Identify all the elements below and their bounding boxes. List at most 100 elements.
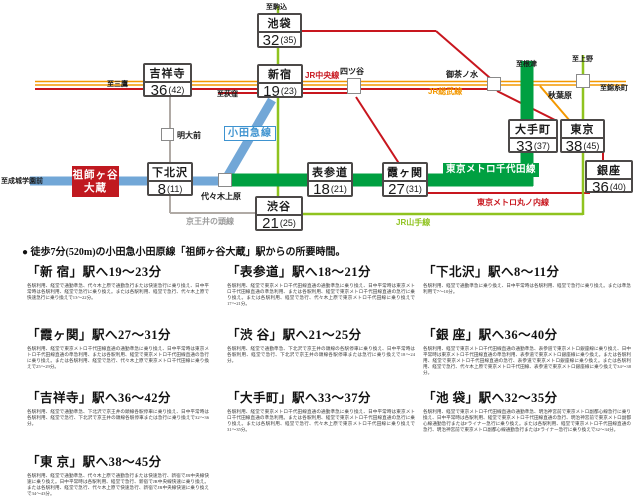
- access-block-kasumigaseki: 「霞ヶ関」駅へ27〜31分各駅利用、経堂で東京メトロ千代田線直通の通勤準急に乗り…: [27, 324, 209, 370]
- access-description: 各駅利用、経堂で東京メトロ千代田線直通の通勤準急、明治神宮前で東京メトロ副都心線…: [423, 409, 631, 432]
- station-name: 表参道: [309, 164, 351, 182]
- station-time-paren: (42): [168, 85, 185, 95]
- marunouchi-label: 東京メトロ丸ノ内線: [477, 198, 549, 207]
- junction-label-meidaimae: 明大前: [177, 131, 201, 140]
- station-time-paren: (11): [167, 184, 183, 194]
- access-block-shimokitazawa: 「下北沢」駅へ8〜11分各駅利用、経堂で通勤準急に乗り換え、日中平常時は各駅利用…: [423, 261, 631, 295]
- line-odakyu: [219, 97, 276, 187]
- line-jr-chuo-tokyo: [539, 85, 571, 122]
- edge-label-0: 至駒込: [266, 4, 287, 11]
- walk-time-note: ● 徒歩7分(520m)の小田急小田原線「祖師ヶ谷大蔵」駅からの所要時間。: [22, 247, 346, 258]
- access-description: 各駅利用、経堂で通勤準急、代々木上原で通勤急行または快速急行に乗り換え、日中平常…: [27, 283, 209, 300]
- odakyu-label: 小田急線: [224, 126, 276, 141]
- station-name: 吉祥寺: [145, 65, 190, 83]
- station-time: 27(31): [388, 181, 422, 198]
- access-block-tokyo: 「東 京」駅へ38〜45分各駅利用、経堂で通勤準急、代々木上原で通勤急行または快…: [27, 451, 209, 497]
- station-name: 霞ヶ関: [384, 164, 426, 182]
- access-heading: 「大手町」駅へ33〜37分: [227, 391, 372, 405]
- edge-label-2: 至荻窪: [217, 91, 238, 98]
- junction-label-yoyogi-uehara: 代々木上原: [201, 192, 241, 201]
- access-description: 各駅利用、経堂で東京メトロ千代田線直通の通勤準急、表参道で東京メトロ銀座線に乗り…: [423, 346, 631, 375]
- chiyoda-label: 東京メトロ千代田線: [443, 163, 540, 177]
- edge-label-3: 至成城学園前: [1, 178, 43, 185]
- junction-yoyogi-uehara: [218, 173, 232, 187]
- access-heading: 「霞ヶ関」駅へ27〜31分: [27, 328, 172, 342]
- station-time-paren: (25): [279, 218, 296, 228]
- station-name: 渋谷: [257, 198, 301, 216]
- origin-station-label: 祖師ヶ谷: [72, 168, 119, 181]
- station-time-paren: (37): [533, 141, 550, 151]
- access-description: 各駅利用、経堂で東京メトロ千代田線直通の通勤準急に乗り換え、日中平常時は東京メト…: [27, 346, 209, 369]
- station-time-paren: (31): [405, 184, 422, 194]
- access-heading: 「下北沢」駅へ8〜11分: [423, 265, 560, 279]
- edge-label-4: 至根津: [516, 61, 537, 68]
- junction-label-ochanomizu: 御茶ノ水: [446, 70, 478, 79]
- access-heading: 「渋 谷」駅へ21〜25分: [227, 328, 362, 342]
- junction-label-yotsuya: 四ツ谷: [340, 67, 364, 76]
- station-time: 36(42): [150, 82, 185, 99]
- access-description: 各駅利用、経堂で東京メトロ千代田線直通の通勤準急に乗り換え、日中平常時は東京メト…: [227, 409, 415, 432]
- junction-label-akihabara: 秋葉原: [548, 91, 572, 100]
- yamanote-label: JR山手線: [396, 218, 431, 227]
- station-time-paren: (45): [583, 141, 600, 151]
- station-name: 池袋: [259, 15, 300, 33]
- junction-akihabara: [576, 74, 590, 88]
- edge-label-5: 至上野: [572, 56, 593, 63]
- access-heading: 「表参道」駅へ18〜21分: [227, 265, 372, 279]
- access-heading: 「銀 座」駅へ36〜40分: [423, 328, 558, 342]
- junction-yotsuya: [347, 78, 361, 94]
- station-time: 8(11): [157, 181, 183, 198]
- access-block-shibuya: 「渋 谷」駅へ21〜25分各駅利用、経堂で通勤準急、下北沢で京王井の頭線の各駅停…: [227, 324, 415, 364]
- access-description: 各駅利用、経堂で通勤準急、下北沢で京王井の頭線各駅停車に乗り換え、日中平常時は各…: [27, 409, 209, 426]
- junction-meidaimae: [161, 128, 174, 141]
- access-heading: 「吉祥寺」駅へ36〜42分: [27, 391, 172, 405]
- access-heading: 「東 京」駅へ38〜45分: [27, 455, 162, 469]
- station-time: 33(37): [516, 138, 550, 155]
- jr-sobu-label: JR総武線: [428, 87, 463, 96]
- access-block-omotesando: 「表参道」駅へ18〜21分各駅利用、経堂で東京メトロ千代田線直通の通勤準急に乗り…: [227, 261, 415, 307]
- station-name: 新宿: [259, 66, 301, 84]
- station-name: 下北沢: [149, 164, 191, 182]
- station-time-paren: (40): [609, 182, 626, 192]
- edge-label-1: 至三鷹: [107, 81, 128, 88]
- access-block-otemachi: 「大手町」駅へ33〜37分各駅利用、経堂で東京メトロ千代田線直通の通勤準急に乗り…: [227, 387, 415, 433]
- station-time-paren: (21): [330, 184, 347, 194]
- line-marunouchi: [435, 30, 491, 79]
- access-description: 各駅利用、経堂で通勤準急、代々木上原で通勤急行または快速急行、新宿でJR中央線快…: [27, 473, 209, 496]
- station-name: 銀座: [587, 162, 631, 180]
- station-time-paren: (23): [280, 86, 297, 96]
- access-description: 各駅利用、経堂で東京メトロ千代田線直通の通勤準急に乗り換え、日中平常時は東京メト…: [227, 283, 415, 306]
- station-time: 19(23): [263, 83, 297, 100]
- origin-station-label: 大蔵: [84, 181, 107, 194]
- station-time: 18(21): [313, 181, 347, 198]
- access-block-ginza: 「銀 座」駅へ36〜40分各駅利用、経堂で東京メトロ千代田線直通の通勤準急、表参…: [423, 324, 631, 376]
- station-time: 21(25): [262, 215, 296, 232]
- keio-inokashira-label: 京王井の頭線: [186, 217, 234, 226]
- access-description: 各駅利用、経堂で通勤準急、下北沢で京王井の頭線の各駅停車に乗り換え、日中平常時は…: [227, 346, 415, 363]
- edge-label-6: 至錦糸町: [600, 85, 628, 92]
- junction-ochanomizu: [487, 77, 501, 91]
- station-time: 32(35): [262, 32, 297, 49]
- jr-chuo-label: JR中央線: [305, 71, 340, 80]
- station-time: 36(40): [592, 179, 626, 196]
- route-map: 至駒込至三鷹至荻窪至成城学園前 至根津 至上野至錦糸町明大前代々木上原 四ツ谷 御茶ノ水…: [0, 0, 635, 240]
- access-block-ikebukuro: 「池 袋」駅へ32〜35分各駅利用、経堂で東京メトロ千代田線直通の通勤準急、明治…: [423, 387, 631, 433]
- origin-station-soshigaya-okura: 祖師ヶ谷大蔵: [72, 166, 119, 197]
- access-heading: 「池 袋」駅へ32〜35分: [423, 391, 558, 405]
- access-heading: 「新 宿」駅へ19〜23分: [27, 265, 162, 279]
- access-block-kichijoji: 「吉祥寺」駅へ36〜42分各駅利用、経堂で通勤準急、下北沢で京王井の頭線各駅停車…: [27, 387, 209, 427]
- line-marunouchi: [355, 96, 401, 166]
- station-time: 38(45): [565, 138, 600, 155]
- access-description: 各駅利用、経堂で通勤準急に乗り換え、日中平常時は各駅利用、経堂で急行に乗り換え。…: [423, 283, 631, 294]
- access-block-shinjuku: 「新 宿」駅へ19〜23分各駅利用、経堂で通勤準急、代々木上原で通勤急行または快…: [27, 261, 209, 301]
- station-time-paren: (35): [280, 35, 297, 45]
